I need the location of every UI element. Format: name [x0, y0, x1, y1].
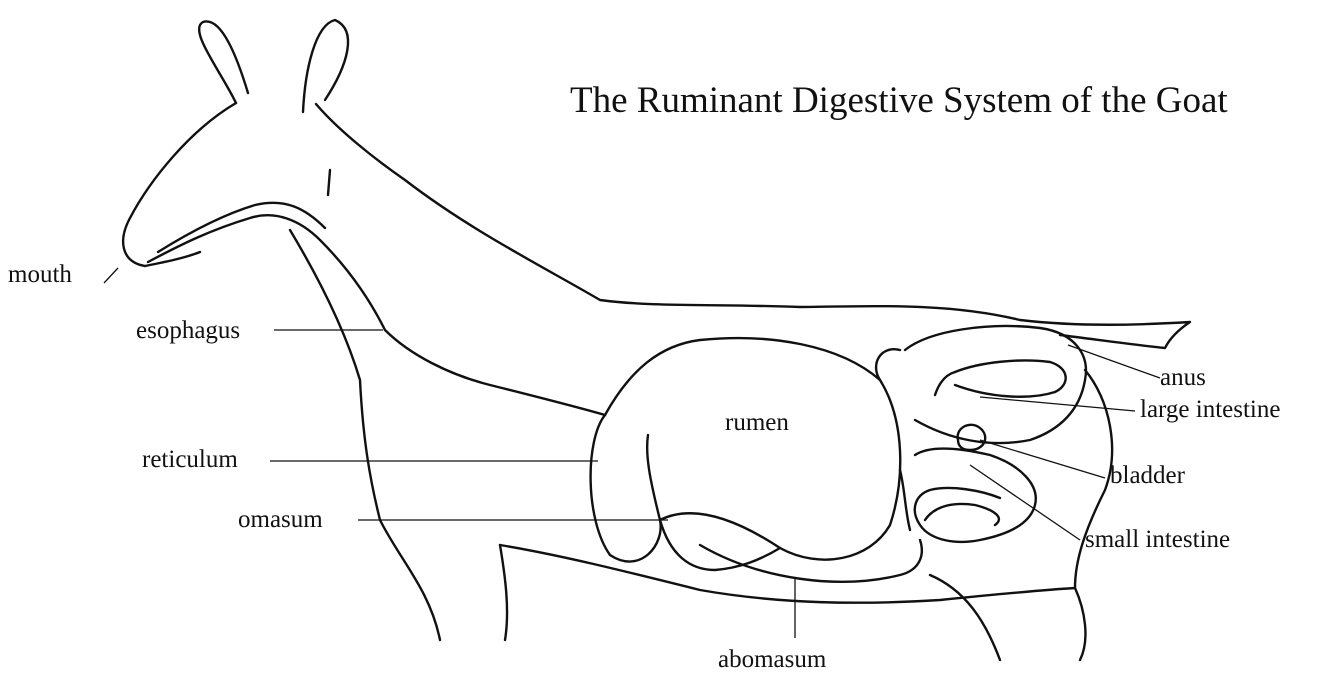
label-bladder: bladder	[1110, 463, 1185, 488]
esophagus-tube	[148, 170, 605, 415]
large-intestine-leader	[980, 397, 1135, 411]
label-rumen: rumen	[725, 410, 789, 435]
label-esophagus: esophagus	[136, 318, 240, 343]
diagram-title: The Ruminant Digestive System of the Goa…	[570, 82, 1228, 119]
label-abomasum: abomasum	[718, 647, 826, 672]
anus-leader	[1068, 345, 1160, 378]
label-large-intestine: large intestine	[1140, 397, 1280, 422]
leader-lines	[104, 268, 1160, 638]
omasum-shape	[660, 520, 780, 570]
label-reticulum: reticulum	[142, 447, 238, 472]
bladder-shape	[958, 425, 986, 450]
abomasum-shape	[700, 540, 922, 582]
mouth-leader	[104, 268, 118, 283]
rumen-shape	[605, 338, 900, 560]
label-anus: anus	[1160, 365, 1206, 390]
large-intestine-shape	[905, 326, 1086, 443]
label-mouth: mouth	[8, 262, 72, 287]
label-omasum: omasum	[238, 507, 323, 532]
reticulum-shape	[591, 415, 661, 562]
label-small-intestine: small intestine	[1085, 527, 1230, 552]
